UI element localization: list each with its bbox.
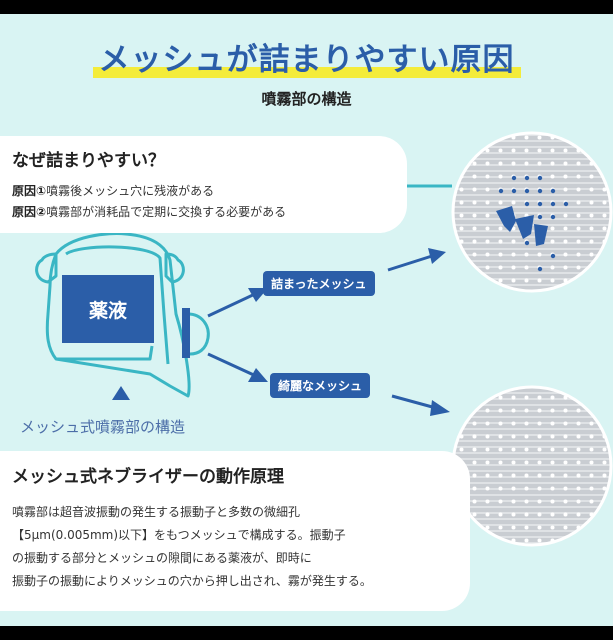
structure-label: メッシュ式噴霧部の構造 [20, 418, 186, 436]
clean-mesh-circle [451, 385, 613, 547]
infographic: メッシュが詰まりやすい原因 噴霧部の構造 [0, 14, 613, 626]
arrow-clogged-to-mesh [387, 248, 446, 272]
why-clog-heading: なぜ詰まりやすい？ [12, 151, 165, 171]
nebulizer-head-outline [35, 232, 210, 398]
page-title: メッシュが詰まりやすい原因 [92, 34, 521, 79]
clogged-mesh-label: 詰まったメッシュ [263, 271, 375, 296]
title-area: メッシュが詰まりやすい原因 [0, 34, 613, 79]
mesh-plate [182, 308, 190, 358]
page-title-text: メッシュが詰まりやすい原因 [98, 42, 515, 78]
clean-mesh-label: 綺麗なメッシュ [270, 373, 371, 398]
page-subtitle: 噴霧部の構造 [261, 90, 352, 108]
principle-card: メッシュ式ネブライザーの動作原理 噴霧部は超音波振動の発生する振動子と多数の微細… [0, 451, 470, 611]
triangle-pointer-icon [112, 386, 130, 400]
diagram-graphics [35, 131, 613, 547]
cause-1-label: 原因① [12, 184, 47, 198]
principle-line-2: 【5μm(0.005mm)以下】をもつメッシュで構成する。振動子 [12, 528, 346, 542]
principle-line-3: の振動する部分とメッシュの隙間にある薬液が、即時に [12, 551, 312, 565]
cause-1: 原因①噴霧後メッシュ穴に残液がある [12, 182, 214, 199]
clogged-spots [496, 175, 569, 272]
cause-2-label: 原因② [12, 205, 47, 219]
arrow-to-clogged [207, 288, 268, 318]
cause-2-text: 噴霧部が消耗品で定期に交換する必要がある [46, 205, 287, 219]
principle-heading: メッシュ式ネブライザーの動作原理 [12, 467, 284, 487]
liquid-label: 薬液 [88, 299, 127, 322]
title-highlight [92, 67, 521, 78]
principle-line-4: 振動子の振動によりメッシュの穴から押し出され、霧が発生する。 [12, 574, 372, 588]
cause-1-text: 噴霧後メッシュ穴に残液がある [46, 184, 215, 198]
why-clog-card: なぜ詰まりやすい？ 原因①噴霧後メッシュ穴に残液がある 原因②噴霧部が消耗品で定… [0, 136, 407, 233]
clogged-mesh-circle [451, 131, 613, 293]
principle-line-1: 噴霧部は超音波振動の発生する振動子と多数の微細孔 [12, 505, 301, 519]
cause-2: 原因②噴霧部が消耗品で定期に交換する必要がある [12, 203, 286, 220]
liquid-reservoir: 薬液 [62, 275, 154, 343]
arrow-to-clean [207, 352, 268, 382]
arrow-clean-to-mesh [391, 394, 450, 416]
